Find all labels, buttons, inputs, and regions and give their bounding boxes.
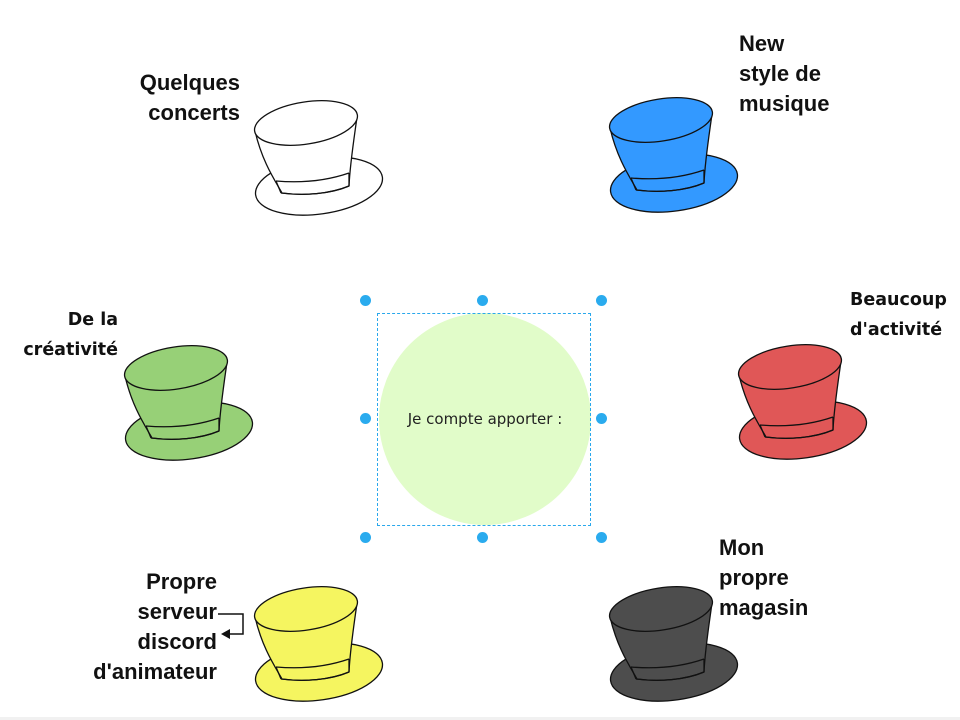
red-hat-label[interactable]: Beaucoup d'activité	[850, 290, 947, 340]
resize-handle-bottom-right[interactable]	[596, 532, 607, 543]
black-hat-band	[630, 658, 705, 681]
resize-handle-top-left[interactable]	[360, 295, 371, 306]
resize-handle-bottom-left[interactable]	[360, 532, 371, 543]
resize-handle-bottom[interactable]	[477, 532, 488, 543]
center-label[interactable]: Je compte apporter :	[407, 410, 563, 428]
yellow-hat-shape[interactable]	[252, 585, 387, 702]
blue-hat-shape[interactable]	[607, 96, 742, 213]
yellow-hat-top	[253, 586, 359, 632]
resize-handle-right[interactable]	[596, 413, 607, 424]
white-hat-band	[275, 172, 350, 195]
green-hat-label[interactable]: De la créativité	[23, 310, 118, 360]
resize-handle-top-right[interactable]	[596, 295, 607, 306]
center-circle[interactable]	[379, 313, 591, 525]
red-hat-top	[737, 344, 843, 390]
red-hat-band	[759, 416, 834, 439]
selection-outline	[377, 313, 591, 526]
blue-hat-label[interactable]: New style de musique	[739, 31, 830, 116]
white-hat-shape[interactable]	[252, 99, 387, 216]
green-hat-top	[123, 345, 229, 391]
resize-handle-left[interactable]	[360, 413, 371, 424]
blue-hat-band	[630, 169, 705, 192]
yellow-hat-label[interactable]: Propre serveur discord d'animateur	[93, 569, 217, 684]
bottom-divider	[0, 717, 960, 720]
resize-handle-top[interactable]	[477, 295, 488, 306]
yellow-hat-band	[275, 658, 350, 681]
black-hat-label[interactable]: Mon propre magasin	[719, 535, 809, 620]
red-hat-shape[interactable]	[736, 343, 871, 460]
green-hat-band	[145, 417, 220, 440]
white-hat-label[interactable]: Quelques concerts	[139, 70, 240, 125]
black-hat-top	[608, 586, 714, 632]
black-hat-shape[interactable]	[607, 585, 742, 702]
green-hat-shape[interactable]	[122, 344, 257, 461]
blue-hat-top	[608, 97, 714, 143]
connector-arrow[interactable]	[215, 608, 250, 643]
white-hat-top	[253, 100, 359, 146]
